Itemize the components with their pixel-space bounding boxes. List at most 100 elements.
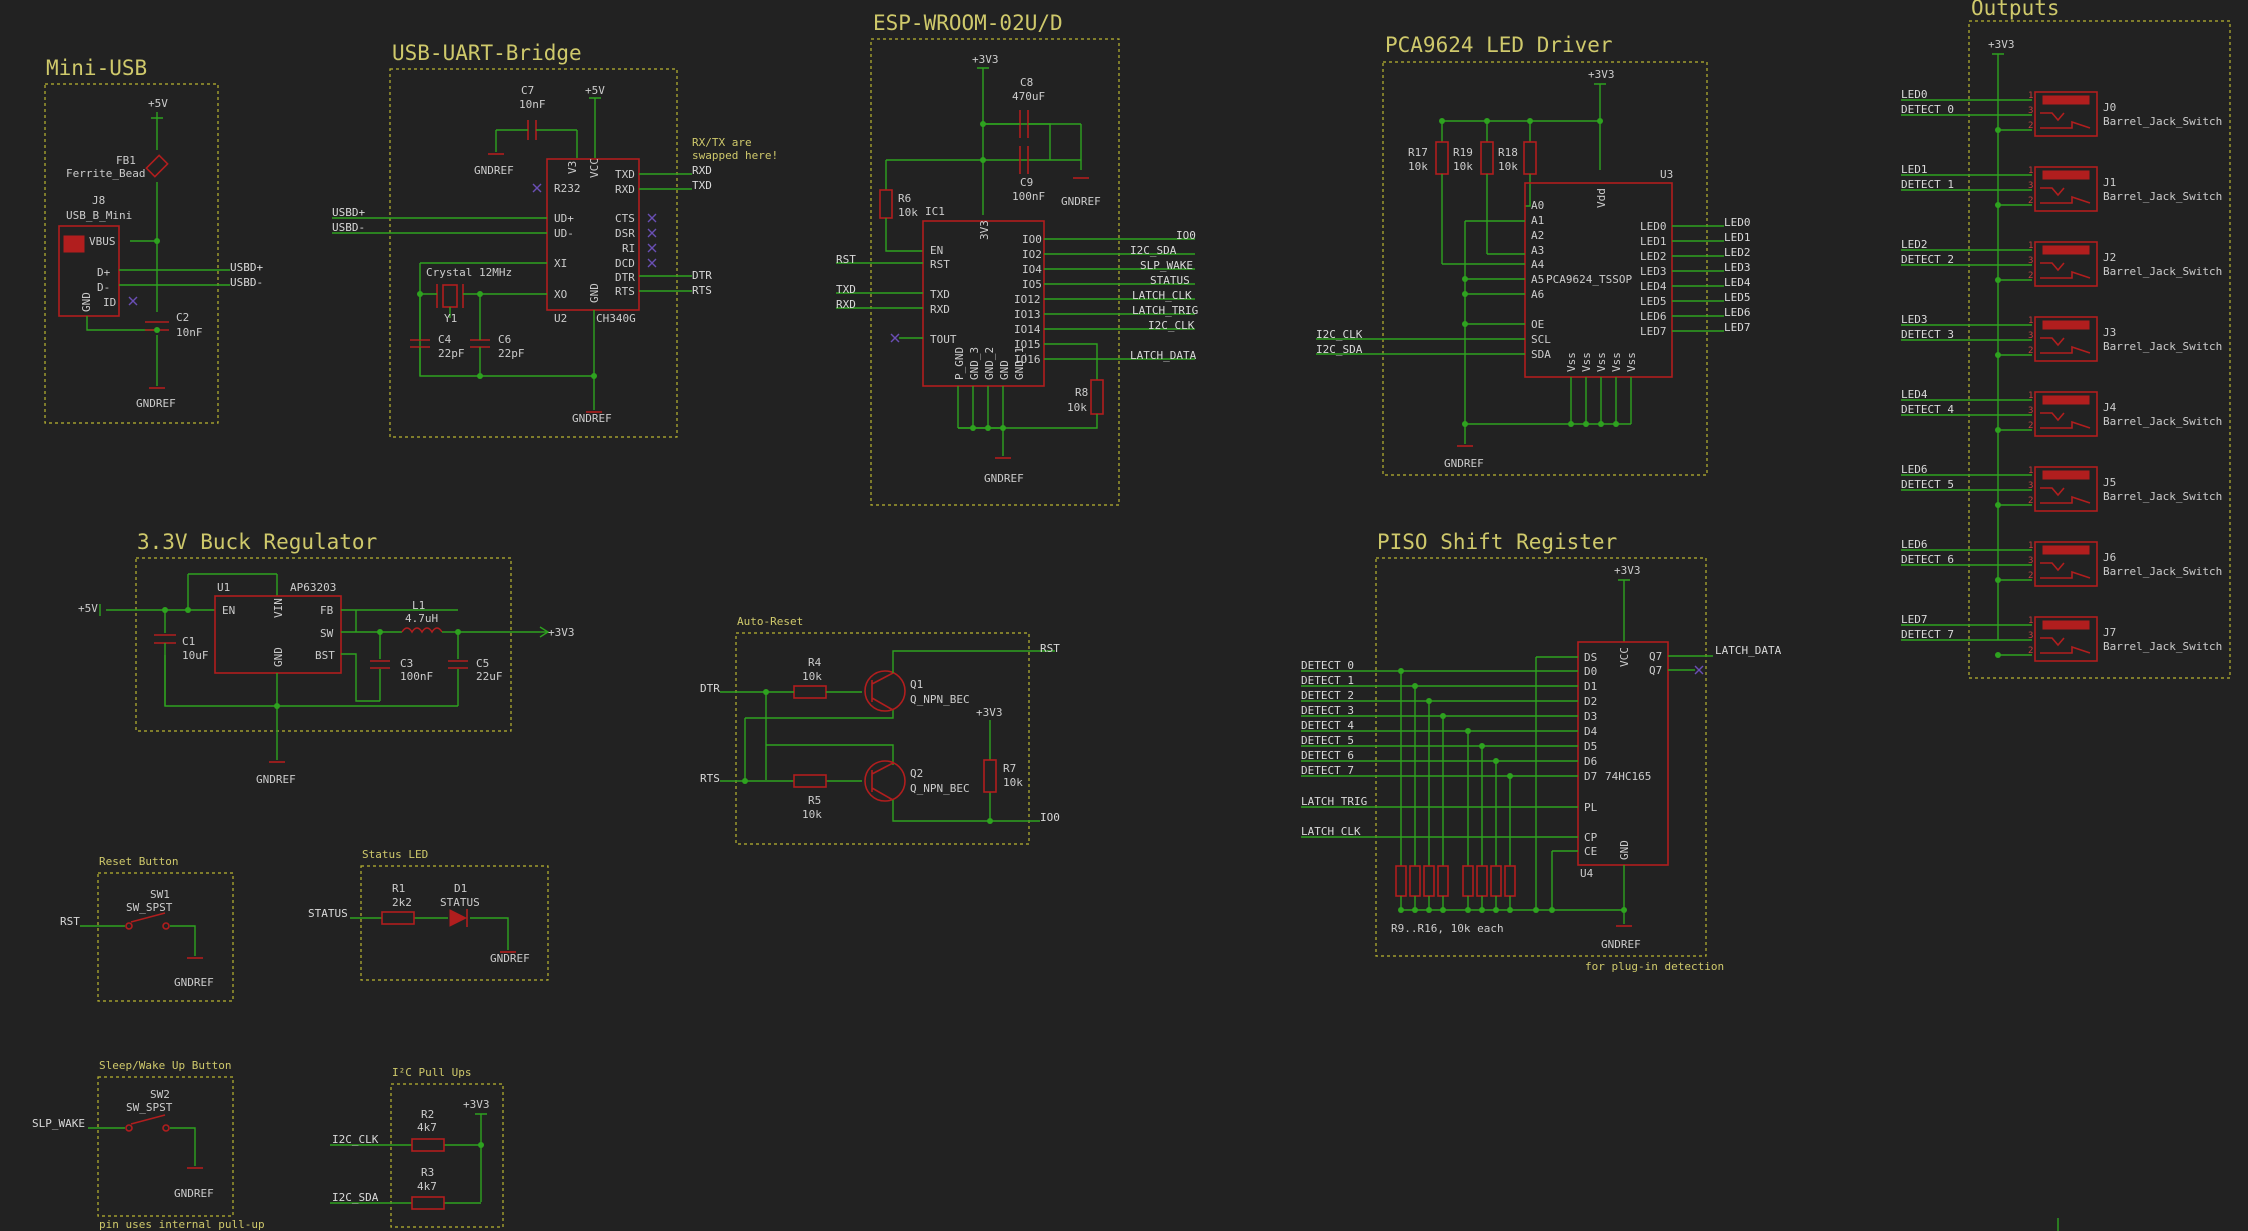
pin-number: 2: [2028, 121, 2033, 131]
pullups-net-i2c-clk: I2C_CLK: [332, 1133, 379, 1146]
bridge-gndref-top: GNDREF: [474, 164, 514, 177]
pca-net-led3: LED3: [1724, 261, 1751, 274]
u4-value: 74HC165: [1605, 770, 1651, 783]
pin-id: ID: [103, 296, 116, 309]
pin-number: 2: [2028, 271, 2033, 281]
pulldown-resistor-14: [1476, 865, 1488, 897]
u3-pin-a4: A4: [1531, 258, 1545, 271]
d1-value: STATUS: [440, 896, 480, 909]
pin-number: 3: [2028, 556, 2033, 566]
pin-number: 3: [2028, 106, 2033, 116]
jack-net-led: LED2: [1901, 238, 1928, 251]
jack-net-detect: DETECT_5: [1901, 478, 1954, 491]
r6-ref: R6: [898, 192, 911, 205]
pca-net-led4: LED4: [1724, 276, 1751, 289]
jack-value: Barrel_Jack_Switch: [2103, 340, 2222, 353]
piso-ctrl-wires: [1301, 806, 1578, 838]
piso-title: PISO Shift Register: [1377, 530, 1617, 554]
sw2-ref: SW2: [150, 1088, 170, 1101]
junction-dot: [1507, 773, 1513, 779]
pin-number: 3: [2028, 631, 2033, 641]
jack-ref: J4: [2103, 401, 2117, 414]
junction-dot: [1493, 758, 1499, 764]
pca-3v3: +3V3: [1588, 68, 1615, 81]
sleep-button-block: SW2 SW_SPST SLP_WAKE GNDREF pin uses int…: [32, 1088, 265, 1231]
sleep-button-title: Sleep/Wake Up Button: [99, 1059, 231, 1072]
esp-net-latch-data: LATCH_DATA: [1130, 349, 1197, 362]
jack-net-led: LED4: [1901, 388, 1928, 401]
pin-number: 2: [2028, 646, 2033, 656]
u2-pin-txd: TXD: [615, 168, 635, 181]
d1-ref: D1: [454, 882, 467, 895]
i2c-pullups-title: I²C Pull Ups: [392, 1066, 471, 1079]
buck-5v: +5V: [78, 602, 98, 615]
esp-net-io0: IO0: [1176, 229, 1196, 242]
ic1-pin-pgnd: P_GND: [953, 347, 966, 380]
u1-value: AP63203: [290, 581, 336, 594]
ic1-pin-gnd: GND: [998, 360, 1011, 380]
barrel-jack-j5: [2034, 466, 2098, 512]
c8-value: 470uF: [1012, 90, 1045, 103]
auto-reset-block: R4 10k DTR RST Q1 Q_NPN_BEC RTS R5 10k Q…: [700, 642, 1060, 824]
jack-value: Barrel_Jack_Switch: [2103, 190, 2222, 203]
bridge-net-usbdp: USBD+: [332, 206, 365, 219]
bridge-gndref: GNDREF: [572, 412, 612, 425]
c8-ref: C8: [1020, 76, 1033, 89]
u2-pin-dtr: DTR: [615, 271, 635, 284]
rxtx-note-1: RX/TX are: [692, 136, 752, 149]
pulldown-resistor-15: [1490, 865, 1502, 897]
u1-pin-gnd: GND: [272, 647, 285, 667]
bridge-5v: +5V: [585, 84, 605, 97]
r18-ref: R18: [1498, 146, 1518, 159]
r1-value: 2k2: [392, 896, 412, 909]
u4-pin-gnd: GND: [1618, 840, 1631, 860]
resistor-r4: [793, 685, 827, 699]
r8-value: 10k: [1067, 401, 1087, 414]
piso-gndref: GNDREF: [1601, 938, 1641, 951]
jack-value: Barrel_Jack_Switch: [2103, 640, 2222, 653]
u3-pin-vdd: Vdd: [1595, 188, 1608, 208]
piso-detect-wire: [1301, 775, 1578, 866]
pca-block: +3V3 R17 10k R19 10k R18 10k U3 Vdd A0 A…: [1316, 68, 1751, 470]
jack-barrel-icon: [2042, 395, 2090, 405]
pin-number: 1: [2028, 616, 2033, 626]
esp-3v3: +3V3: [972, 53, 999, 66]
pin-number: 2: [2028, 571, 2033, 581]
resistor-r1: [381, 911, 415, 925]
pin-number: 3: [2028, 256, 2033, 266]
u3-pin-vss3: Vss: [1595, 352, 1608, 372]
i2c-pullups-block: +3V3 R2 4k7 R3 4k7 I2C_CLK I2C_SDA: [330, 1098, 490, 1210]
pullups-3v3: +3V3: [463, 1098, 490, 1111]
u3-pin-a0: A0: [1531, 199, 1544, 212]
u3-pin-led7: LED7: [1640, 325, 1667, 338]
jack-net-detect: DETECT_3: [1901, 328, 1954, 341]
pulldown-resistor-11: [1423, 865, 1435, 897]
pca-gndref: GNDREF: [1444, 457, 1484, 470]
pca-net-led1: LED1: [1724, 231, 1751, 244]
reset-net-rst: RST: [60, 915, 80, 928]
jack-switch-symbol: [2040, 487, 2091, 504]
junction-dot: [1398, 668, 1404, 674]
jack-wires: [1901, 474, 2032, 506]
u2-pin-v3: V3: [566, 161, 579, 174]
resistor-r7: [983, 759, 997, 793]
u3-pin-led0: LED0: [1640, 220, 1667, 233]
r6-value: 10k: [898, 206, 918, 219]
jack-wires: [1901, 99, 2032, 131]
jack-net-led: LED6: [1901, 538, 1928, 551]
u3-pin-led1: LED1: [1640, 235, 1667, 248]
y1-ref: Y1: [444, 312, 457, 325]
piso-detect-wire: [1301, 700, 1578, 866]
jack-value: Barrel_Jack_Switch: [2103, 115, 2222, 128]
jack-barrel-icon: [2042, 620, 2090, 630]
u4-pin-d1-2: D1: [1584, 680, 1597, 693]
pulldown-resistor-10: [1409, 865, 1421, 897]
ic1-pin-io4: IO4: [1022, 263, 1042, 276]
jack-net-detect: DETECT_6: [1901, 553, 1954, 566]
r2-value: 4k7: [417, 1121, 437, 1134]
c6-value: 22pF: [498, 347, 525, 360]
piso-detect-wire: [1301, 670, 1578, 866]
jack-net-detect: DETECT_1: [1901, 178, 1954, 191]
u2-pin-xo: XO: [554, 288, 567, 301]
